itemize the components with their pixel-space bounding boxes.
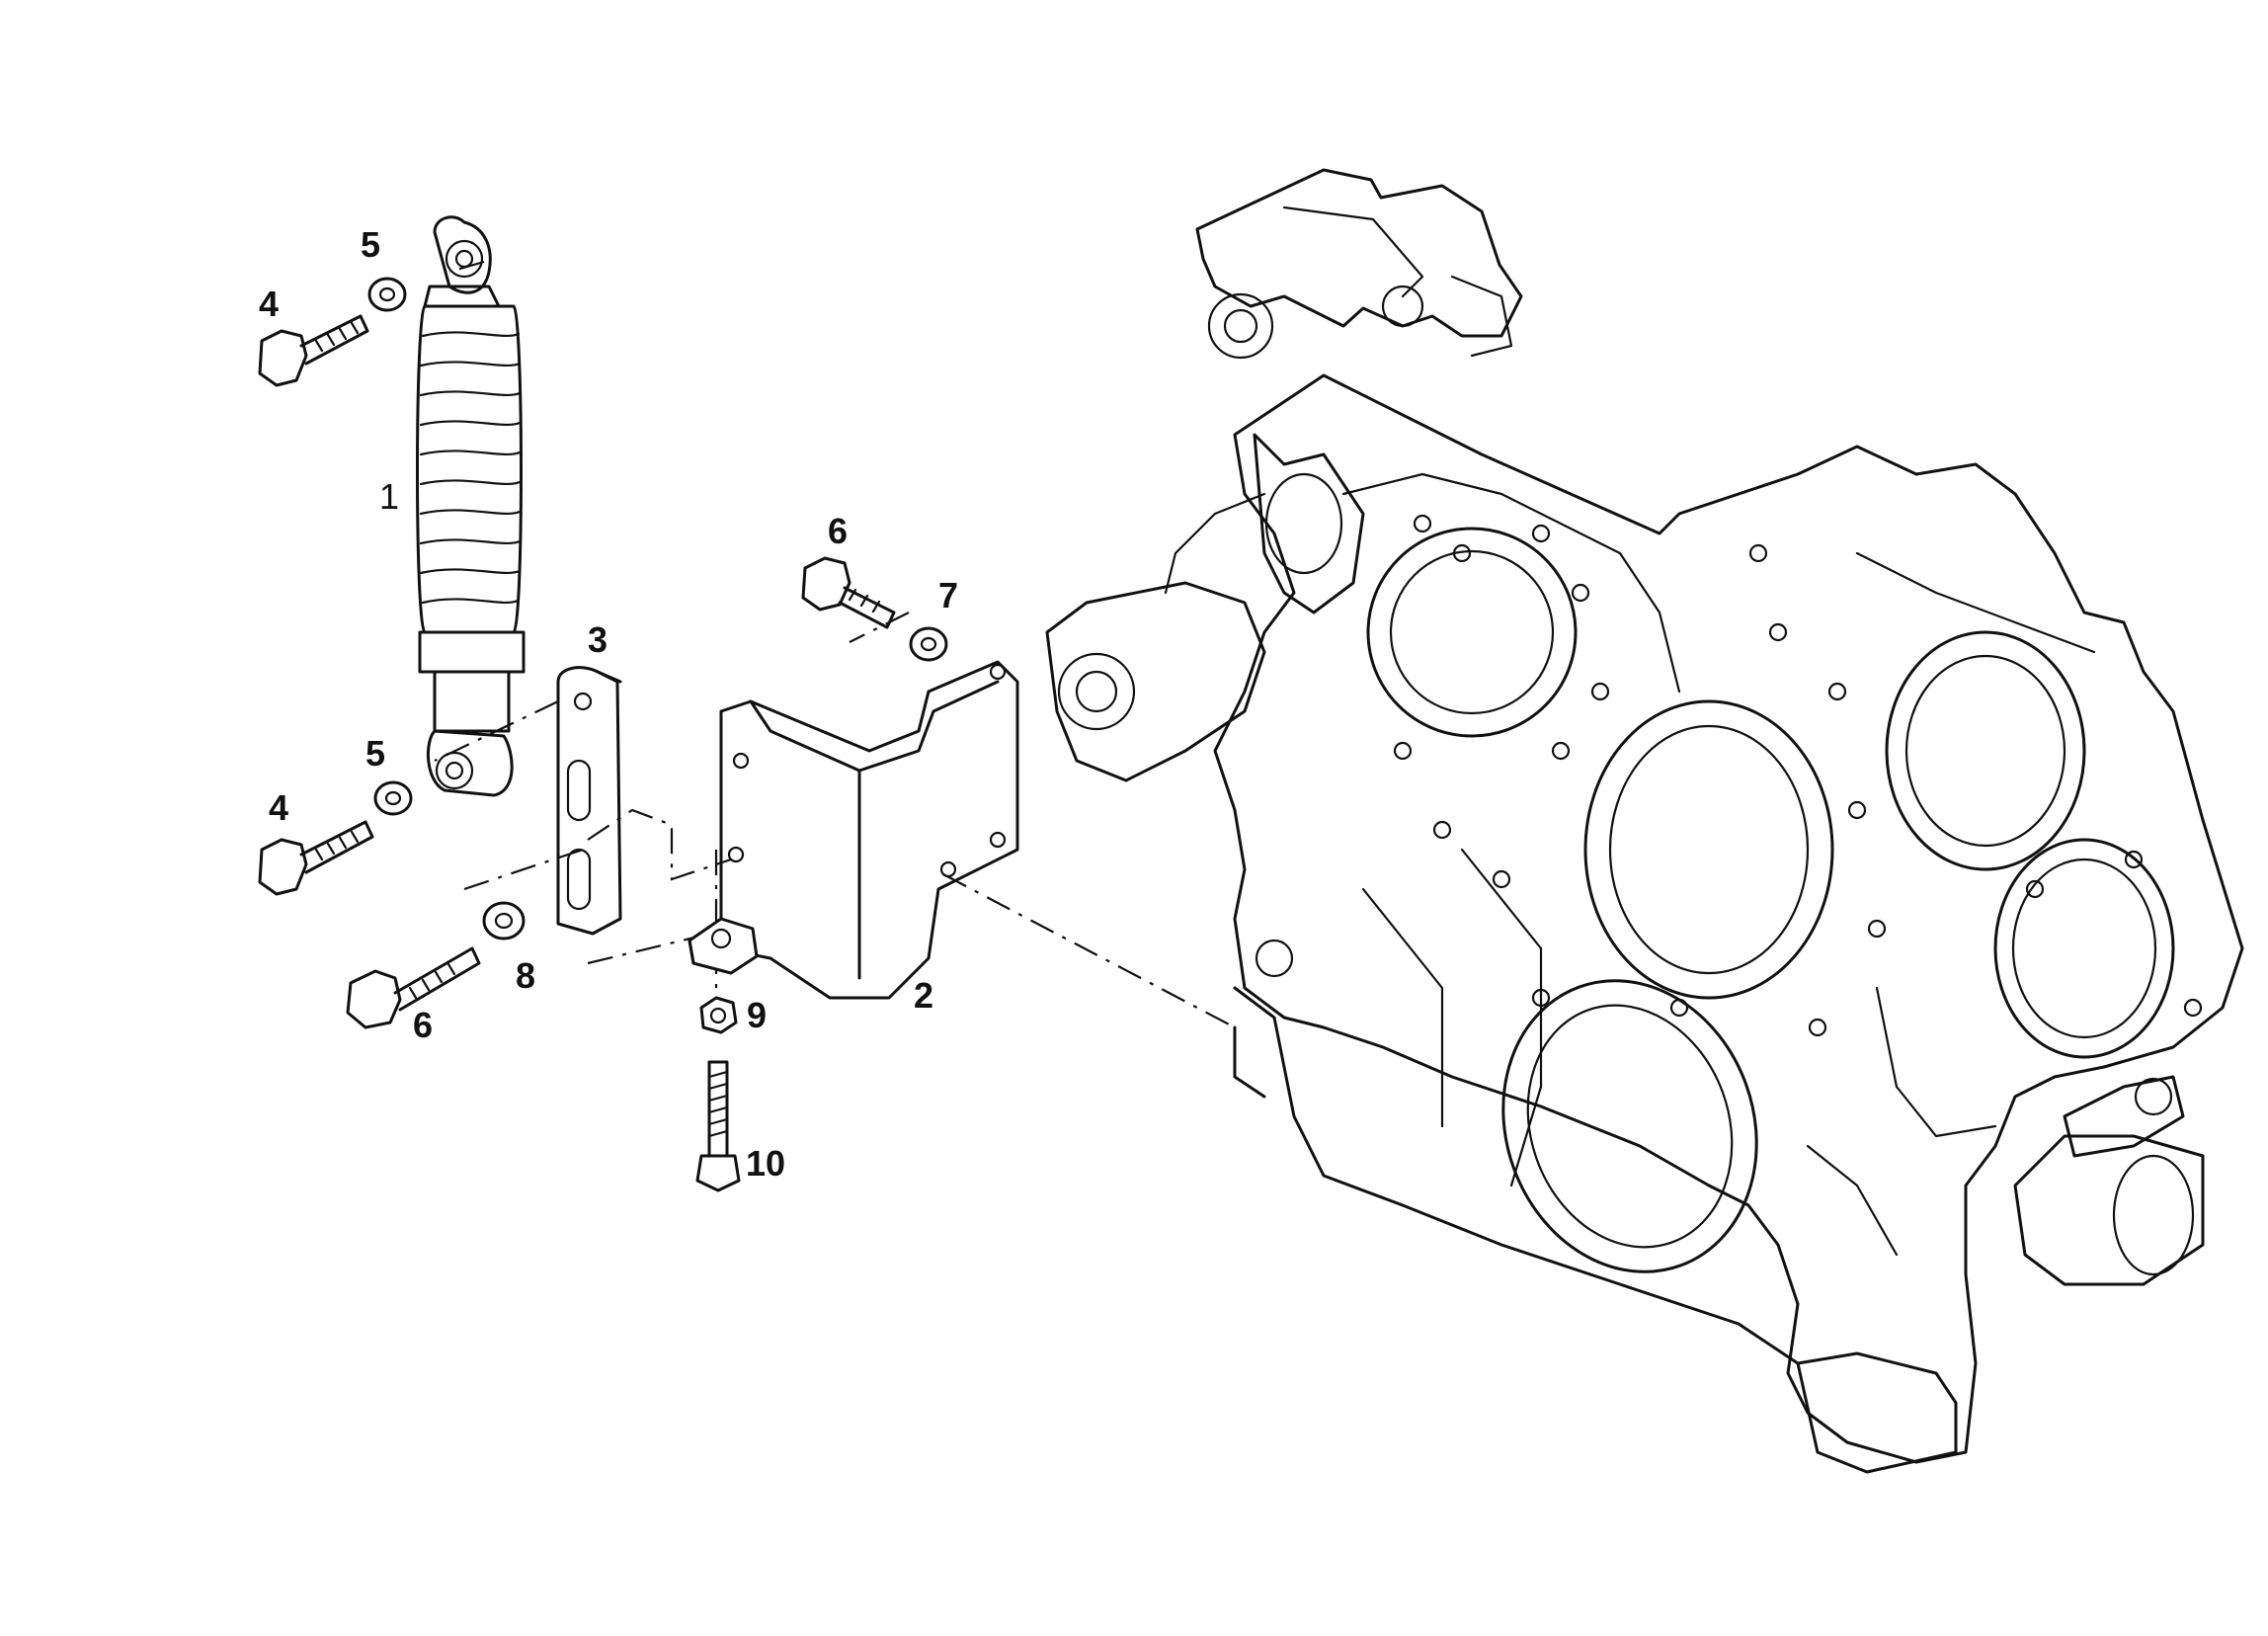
callout-1: 1 bbox=[379, 476, 399, 517]
mounting-bracket bbox=[719, 660, 1019, 1000]
bolt-4-upper bbox=[258, 314, 369, 387]
shock-absorber bbox=[416, 215, 526, 797]
stud-10 bbox=[695, 1060, 741, 1192]
nut-9 bbox=[699, 996, 738, 1034]
bolt-6-lower bbox=[346, 946, 481, 1029]
link-plate bbox=[556, 666, 622, 936]
callout-9: 9 bbox=[747, 995, 767, 1035]
callout-5-upper: 5 bbox=[361, 224, 380, 265]
callout-4-lower: 4 bbox=[269, 787, 288, 828]
bolt-4-lower bbox=[258, 820, 374, 896]
engine-front-cover bbox=[1045, 168, 2244, 1474]
washer-8 bbox=[482, 901, 526, 941]
callout-6-lower: 6 bbox=[413, 1005, 433, 1045]
callouts: 1 2 3 4 4 5 5 6 6 7 8 9 10 bbox=[259, 224, 958, 1184]
bolt-6-upper bbox=[801, 556, 896, 629]
callout-6-upper: 6 bbox=[828, 511, 848, 551]
callout-8: 8 bbox=[516, 955, 535, 996]
washer-7 bbox=[909, 626, 948, 662]
callout-5-lower: 5 bbox=[365, 733, 385, 774]
assembly-lines bbox=[434, 260, 1236, 1028]
washer-5-upper bbox=[367, 277, 407, 312]
callout-7: 7 bbox=[938, 575, 958, 615]
nut-block bbox=[688, 917, 759, 975]
callout-10: 10 bbox=[746, 1143, 785, 1184]
callout-4-upper: 4 bbox=[259, 284, 279, 324]
callout-3: 3 bbox=[588, 619, 608, 660]
callout-2: 2 bbox=[914, 975, 933, 1016]
washer-5-lower bbox=[373, 780, 413, 816]
